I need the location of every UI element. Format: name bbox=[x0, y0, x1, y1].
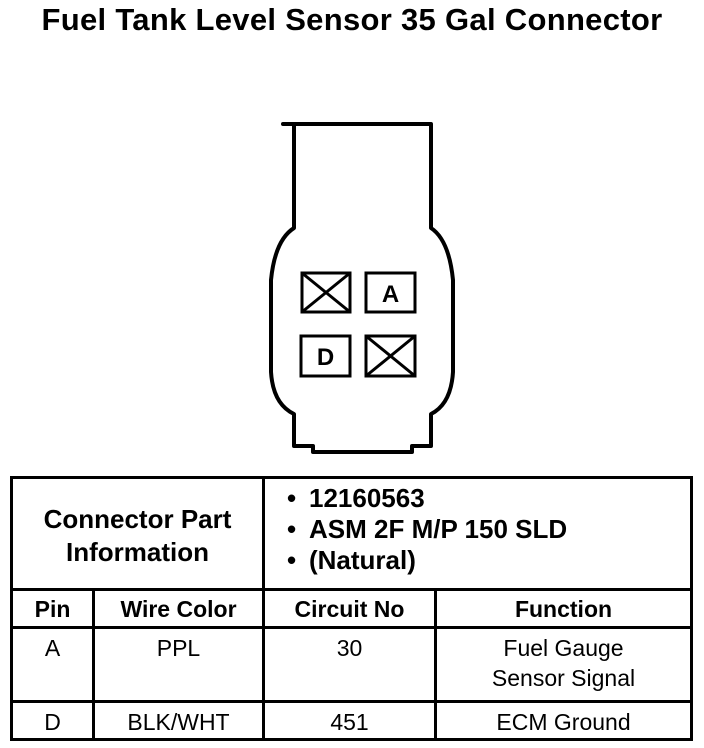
connector-info-table: Connector Part Information 12160563 ASM … bbox=[10, 476, 693, 741]
pin-a-label: A bbox=[382, 281, 399, 308]
cavity-unused-1 bbox=[300, 271, 352, 314]
header-circuit-no: Circuit No bbox=[262, 588, 437, 629]
part-description: ASM 2F M/P 150 SLD bbox=[287, 514, 690, 545]
table-row: D BLK/WHT 451 ECM Ground bbox=[10, 700, 693, 741]
connector-body bbox=[269, 122, 455, 454]
part-number: 12160563 bbox=[287, 483, 690, 514]
part-color: (Natural) bbox=[287, 545, 690, 576]
header-row: Pin Wire Color Circuit No Function bbox=[10, 588, 693, 629]
cavity-pin-a: A bbox=[364, 271, 417, 314]
part-info-row: Connector Part Information 12160563 ASM … bbox=[10, 476, 693, 591]
part-info-values: 12160563 ASM 2F M/P 150 SLD (Natural) bbox=[262, 476, 693, 591]
connector-diagram: A D bbox=[269, 122, 455, 454]
cavity-unused-2 bbox=[364, 334, 417, 378]
part-info-label: Connector Part Information bbox=[10, 476, 265, 591]
table-row: A PPL 30 Fuel Gauge Sensor Signal bbox=[10, 626, 693, 703]
header-pin: Pin bbox=[10, 588, 95, 629]
header-wire-color: Wire Color bbox=[92, 588, 265, 629]
header-function: Function bbox=[434, 588, 693, 629]
page-title: Fuel Tank Level Sensor 35 Gal Connector bbox=[41, 2, 663, 37]
cavity-pin-d: D bbox=[299, 334, 352, 378]
pin-d-label: D bbox=[317, 344, 334, 371]
